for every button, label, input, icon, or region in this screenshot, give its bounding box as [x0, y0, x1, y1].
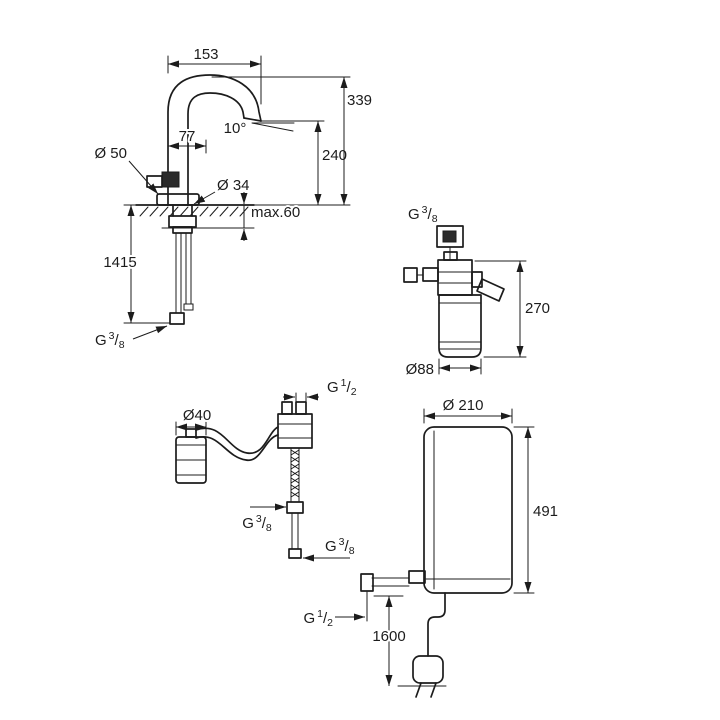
faucet-dimensions: 153 77 10° Ø 50 Ø 34 max.60 240 [92, 44, 374, 353]
faucet-drawing: 153 77 10° Ø 50 Ø 34 max.60 240 [92, 44, 374, 353]
filter-outline [403, 225, 505, 358]
dim-boiler-dia: Ø 210 [443, 397, 484, 414]
dim-filter-dia: Ø88 [406, 361, 434, 378]
dim-valve-dia: Ø40 [183, 407, 211, 424]
dim-spout-reach: 153 [193, 46, 218, 63]
faucet-outline [135, 74, 351, 325]
dim-height-outlet: 240 [322, 147, 347, 164]
dim-base-dia: Ø 50 [94, 145, 127, 162]
valve-outline [175, 401, 313, 559]
dim-shank-dia: Ø 34 [217, 177, 250, 194]
dim-cable-length: 1600 [372, 628, 405, 645]
dim-hose-length: 1415 [103, 254, 136, 271]
dim-filter-height: 270 [525, 300, 550, 317]
dim-outlet-angle: 10° [224, 120, 247, 137]
dim-height-total: 339 [347, 92, 372, 109]
dim-boiler-height: 491 [533, 503, 558, 520]
dim-deck-max: max.60 [251, 204, 300, 221]
dim-spout-offset: 77 [179, 128, 196, 145]
boiler-outline [360, 426, 513, 698]
